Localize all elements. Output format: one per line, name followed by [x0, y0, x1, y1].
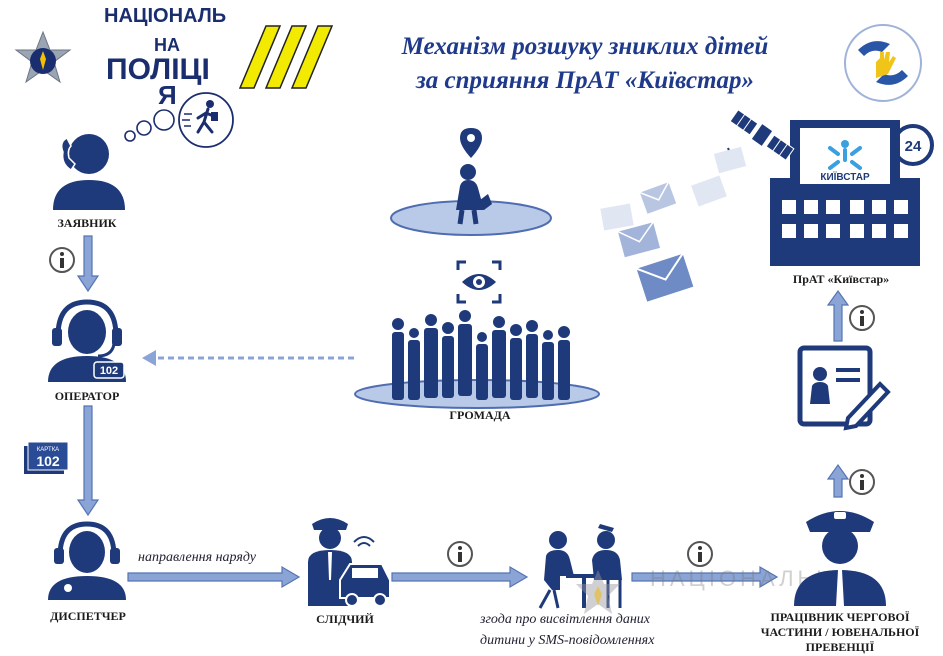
kyivstar-label: ПрАТ «Київстар»: [792, 272, 890, 286]
arrow-officer-form: [826, 463, 850, 498]
arrow-applicant-operator: [76, 235, 100, 293]
officer-label: ПРАЦІВНИК ЧЕРГОВОЇ ЧАСТИНИ / ЮВЕНАЛЬНОЇ …: [760, 610, 920, 655]
logo-line3: ПОЛІЦІ: [106, 53, 210, 86]
logo-line4: Я: [158, 80, 177, 110]
operator-number: 102: [100, 365, 118, 377]
kyivstar-brand: КИЇВСТАР: [820, 170, 870, 183]
consent-edge-label-1: згода про висвітлення даних: [480, 612, 650, 627]
interview-icon: [538, 524, 622, 609]
info-icon: [447, 541, 473, 567]
operator-icon: 102: [48, 299, 126, 382]
support-24-text: 24: [905, 138, 922, 155]
police-shield-watermark: [576, 570, 620, 614]
dispatcher-icon: [48, 521, 126, 600]
thought-bubble-icon: [124, 92, 234, 148]
info-icon: [49, 247, 75, 273]
arrow-form-kyivstar: [826, 289, 850, 342]
community-label: ГРОМАДА: [449, 408, 511, 422]
logo-line2: НА: [154, 35, 180, 55]
operator-label: ОПЕРАТОР: [54, 389, 120, 403]
arrow-interview-officer: [631, 565, 779, 589]
missing-child-icon: [390, 128, 552, 236]
arrow-operator-dispatcher: [76, 405, 100, 517]
logo-line1: НАЦІОНАЛЬ: [104, 5, 227, 27]
police-star-icon: [14, 30, 72, 84]
applicant-label: ЗАЯВНИК: [57, 216, 117, 230]
eye-icon: [456, 260, 502, 304]
info-icon: [849, 469, 875, 495]
card-102-icon: КАРТКА 102: [24, 441, 69, 474]
community-crowd-icon: [354, 310, 600, 409]
officer-label-line3: ПРЕВЕНЦІЇ: [805, 640, 875, 654]
dispatch-edge-label: направлення наряду: [138, 550, 256, 565]
title-line1: Механізм розшуку зниклих дітей: [401, 33, 769, 60]
arrow-dispatcher-investigator: [127, 565, 301, 589]
missing-child-form-icon: [797, 345, 891, 431]
card-label: КАРТКА: [37, 447, 59, 453]
applicant-icon: [53, 134, 125, 210]
kyivstar-building-icon: КИЇВСТАР: [770, 120, 920, 266]
support-24-icon: 24: [892, 124, 934, 166]
arrow-community-operator: [142, 350, 358, 366]
arrow-investigator-interview: [391, 565, 529, 589]
officer-icon: [794, 511, 886, 606]
page-title: Механізм розшуку зниклих дітей за сприян…: [330, 30, 840, 98]
investigator-icon: [308, 518, 391, 607]
card-number: 102: [36, 453, 60, 469]
officer-label-line1: ПРАЦІВНИК ЧЕРГОВОЇ: [770, 610, 910, 624]
dispatcher-label: ДИСПЕТЧЕР: [50, 609, 126, 623]
info-icon: [687, 541, 713, 567]
officer-label-line2: ЧАСТИНИ / ЮВЕНАЛЬНОЇ: [760, 625, 920, 639]
info-icon: [849, 305, 875, 331]
title-line2: за сприяння ПрАТ «Київстар»: [415, 67, 755, 94]
yellow-stripes-logo: [238, 25, 334, 89]
child-protection-icon: [844, 24, 922, 102]
consent-edge-label-2: дитини у SMS-повідомленнях: [480, 633, 655, 648]
sms-envelopes-icon: [600, 146, 747, 304]
investigator-label: СЛІДЧИЙ: [316, 612, 374, 626]
